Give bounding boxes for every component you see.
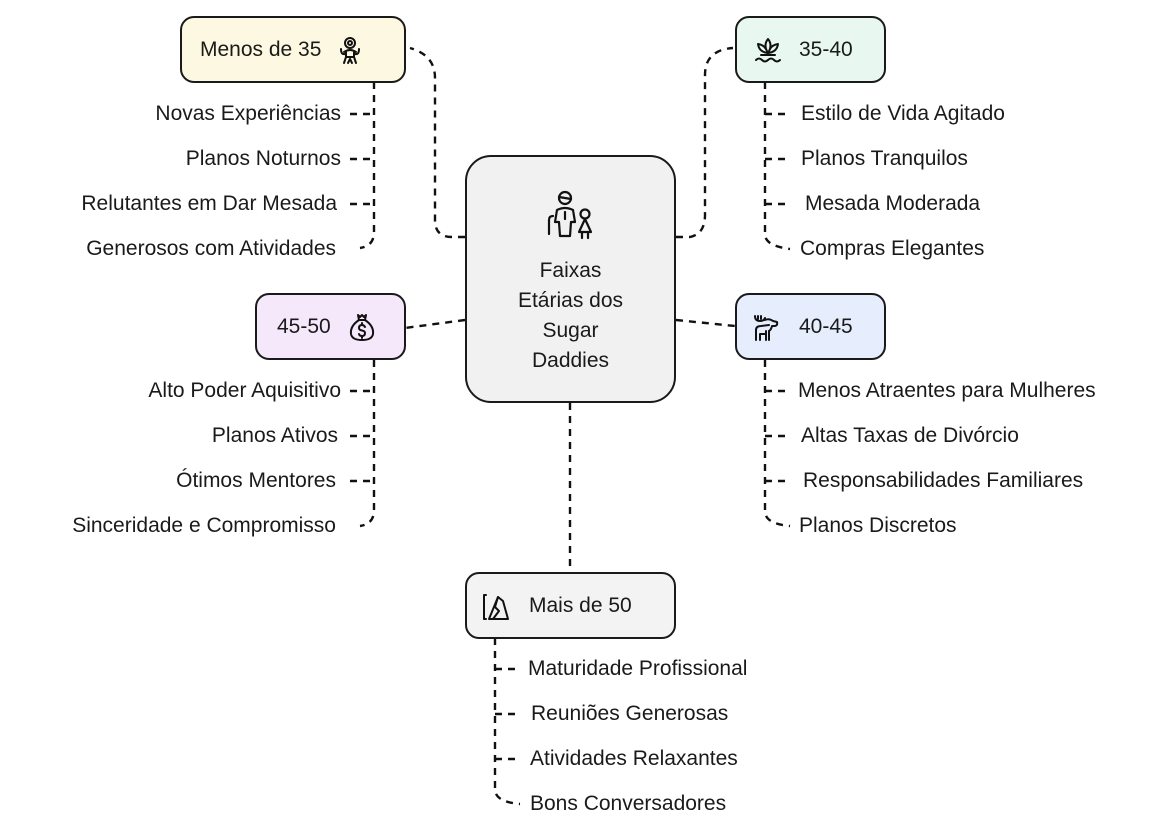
- elderly-and-child-icon: [539, 188, 603, 252]
- trunk-35-40: [763, 82, 791, 251]
- leaf-item: Relutantes em Dar Mesada: [81, 192, 337, 215]
- branch-node-mais-50[interactable]: Mais de 50: [465, 572, 676, 639]
- trunk-mais-50: [493, 638, 521, 806]
- leaf-item: Alto Poder Aquisitivo: [148, 379, 341, 402]
- trunk-menos-35: [359, 82, 376, 250]
- money-bag-icon: [347, 312, 377, 342]
- leaf-item: Generosos com Atividades: [86, 237, 336, 260]
- branch-label: Menos de 35: [200, 37, 322, 61]
- leaf-item: Planos Noturnos: [185, 147, 341, 170]
- branch-label: 35-40: [799, 37, 853, 61]
- leaf-item: Novas Experiências: [155, 102, 341, 125]
- connector-center-menos-35: [409, 46, 465, 239]
- leaf-item: Planos Ativos: [211, 424, 338, 447]
- leaf-item: Sinceridade e Compromisso: [72, 514, 336, 537]
- connector-center-45-50: [404, 318, 466, 330]
- branch-node-35-40[interactable]: 35-40: [735, 16, 886, 83]
- leaf-item: Responsabilidades Familiares: [803, 469, 1084, 492]
- branch-label: 40-45: [799, 314, 853, 338]
- leaf-item: Menos Atraentes para Mulheres: [798, 379, 1096, 402]
- leaf-item: Mesada Moderada: [805, 192, 981, 215]
- mountain-climb-icon: [481, 591, 511, 621]
- branch-label: 45-50: [277, 314, 331, 338]
- connector-center-35-40: [676, 46, 734, 239]
- leaf-item: Atividades Relaxantes: [530, 747, 738, 770]
- lotus-icon: [753, 35, 783, 65]
- leaf-item: Maturidade Profissional: [528, 657, 748, 680]
- trunk-45-50: [359, 360, 376, 528]
- branch-label: Mais de 50: [529, 593, 632, 617]
- jump-rope-child-icon: [335, 35, 365, 65]
- leaf-item: Reuniões Generosas: [531, 702, 729, 725]
- trunk-40-45: [763, 360, 791, 528]
- branch-node-menos-35[interactable]: Menos de 35: [180, 16, 406, 83]
- leaf-item: Planos Tranquilos: [801, 147, 968, 170]
- leaf-item: Estilo de Vida Agitado: [801, 102, 1005, 125]
- leaf-item: Compras Elegantes: [800, 237, 985, 260]
- branch-node-40-45[interactable]: 40-45: [735, 293, 886, 360]
- leaf-item: Ótimos Mentores: [176, 469, 336, 492]
- leaf-item: Bons Conversadores: [530, 792, 727, 815]
- moose-icon: [751, 312, 781, 342]
- center-node[interactable]: Faixas Etárias dos Sugar Daddies: [465, 155, 676, 403]
- leaf-item: Planos Discretos: [799, 514, 957, 537]
- connector-center-40-45: [675, 318, 736, 328]
- center-title: Faixas Etárias dos Sugar Daddies: [517, 259, 624, 372]
- leaf-item: Altas Taxas de Divórcio: [801, 424, 1019, 447]
- branch-node-45-50[interactable]: 45-50: [255, 293, 406, 360]
